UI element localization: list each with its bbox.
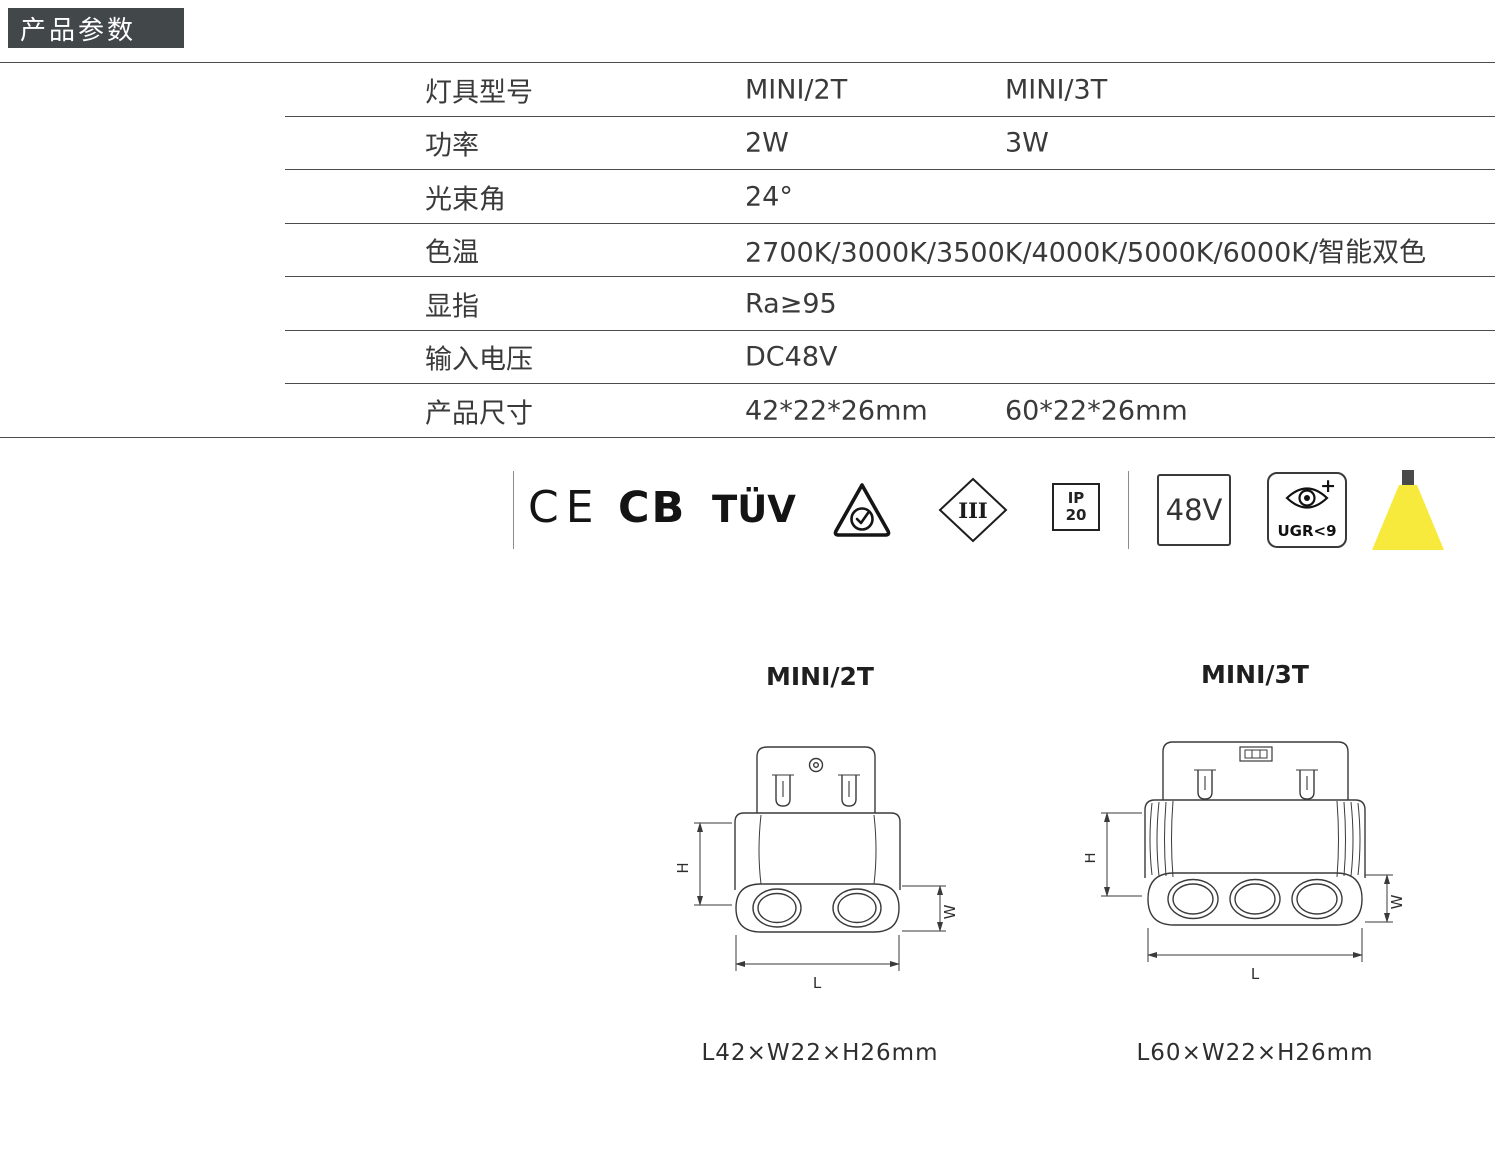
table-top-divider xyxy=(0,62,1495,63)
spec-value-1: 2700K/3000K/3500K/4000K/5000K/6000K/智能双色 xyxy=(745,237,1427,269)
mini-2t-drawing: H W L xyxy=(674,746,959,992)
dim-l-label: L xyxy=(1251,965,1260,983)
dim-w-label: W xyxy=(941,904,959,919)
table-row: 显指 Ra≥95 xyxy=(0,277,1495,331)
spec-label: 灯具型号 xyxy=(425,77,533,109)
tuv-mark-icon: TÜV xyxy=(712,488,796,531)
table-row: 产品尺寸 42*22*26mm 60*22*26mm xyxy=(0,384,1495,438)
mini-2t-dimension-lines xyxy=(694,822,946,971)
spec-label: 输入电压 xyxy=(425,344,533,376)
spec-value-2: MINI/3T xyxy=(1005,74,1108,106)
rcm-triangle-check-icon xyxy=(833,483,891,537)
row-divider-line xyxy=(285,329,1495,331)
class-iii-label: III xyxy=(958,498,987,523)
row-divider-line xyxy=(285,169,1495,170)
table-row: 色温 2700K/3000K/3500K/4000K/5000K/6000K/智… xyxy=(0,224,1495,277)
mini-3t-dimension-lines xyxy=(1101,812,1393,962)
spec-label: 光束角 xyxy=(425,184,506,216)
light-beam-icon xyxy=(1372,470,1444,550)
table-row: 输入电压 DC48V xyxy=(0,331,1495,384)
spec-value-2: 60*22*26mm xyxy=(1005,395,1188,427)
spec-label: 产品尺寸 xyxy=(425,398,533,430)
spec-label: 显指 xyxy=(425,291,479,323)
spec-value-1: DC48V xyxy=(745,341,838,373)
mini-2t-body-outline xyxy=(734,746,901,933)
mini-3t-body-outline xyxy=(1144,741,1366,926)
spec-label: 功率 xyxy=(425,130,479,162)
spec-value-1: MINI/2T xyxy=(745,74,848,106)
cert-strip-divider-left xyxy=(513,471,514,549)
spec-table: 灯具型号 MINI/2T MINI/3T 功率 2W 3W 光束角 24° 色温… xyxy=(0,63,1495,438)
row-divider-line xyxy=(285,383,1495,384)
ip-rating-line2: 20 xyxy=(1065,506,1087,524)
class-iii-diamond-icon: III xyxy=(938,477,1008,543)
cb-mark-icon: CB xyxy=(618,483,687,533)
ip-rating-line1: IP xyxy=(1067,488,1085,507)
dim-h-label: H xyxy=(674,862,692,873)
section-title-badge: 产品参数 xyxy=(8,8,184,48)
row-divider-line xyxy=(285,115,1495,117)
spec-value-2: 3W xyxy=(1005,127,1049,159)
voltage-label: 48V xyxy=(1165,493,1223,527)
dim-w-label: W xyxy=(1388,894,1406,909)
voltage-48v-icon: 48V xyxy=(1157,474,1231,546)
dim-h-label: H xyxy=(1085,852,1099,863)
row-divider-line xyxy=(285,276,1495,277)
mini-3t-drawing: H W L xyxy=(1085,741,1406,983)
diagram-title-mini-3t: MINI/3T xyxy=(1201,660,1309,689)
ip20-rating-icon: IP 20 xyxy=(1052,483,1100,531)
table-row: 灯具型号 MINI/2T MINI/3T xyxy=(0,63,1495,117)
ugr-rating-icon: + UGR<9 xyxy=(1267,472,1347,548)
diagram-caption-mini-3t: L60×W22×H26mm xyxy=(1136,1040,1374,1066)
cert-strip-divider-right xyxy=(1128,471,1129,549)
spec-label: 色温 xyxy=(425,237,479,269)
spec-value-1: 42*22*26mm xyxy=(745,395,928,427)
dim-l-label: L xyxy=(813,974,822,992)
spec-value-1: 2W xyxy=(745,127,789,159)
ugr-label: UGR<9 xyxy=(1277,522,1337,540)
spec-value-1: 24° xyxy=(745,181,793,213)
table-row: 光束角 24° xyxy=(0,170,1495,224)
section-title: 产品参数 xyxy=(20,15,137,46)
diagram-caption-mini-2t: L42×W22×H26mm xyxy=(701,1040,939,1066)
eye-icon xyxy=(1285,487,1329,509)
spec-value-1: Ra≥95 xyxy=(745,288,837,320)
ce-mark-icon: CE xyxy=(528,482,601,533)
diagram-title-mini-2t: MINI/2T xyxy=(766,662,874,691)
table-row: 功率 2W 3W xyxy=(0,117,1495,170)
plus-icon: + xyxy=(1320,475,1336,497)
row-divider-line xyxy=(285,222,1495,224)
row-divider-line xyxy=(0,436,1495,438)
